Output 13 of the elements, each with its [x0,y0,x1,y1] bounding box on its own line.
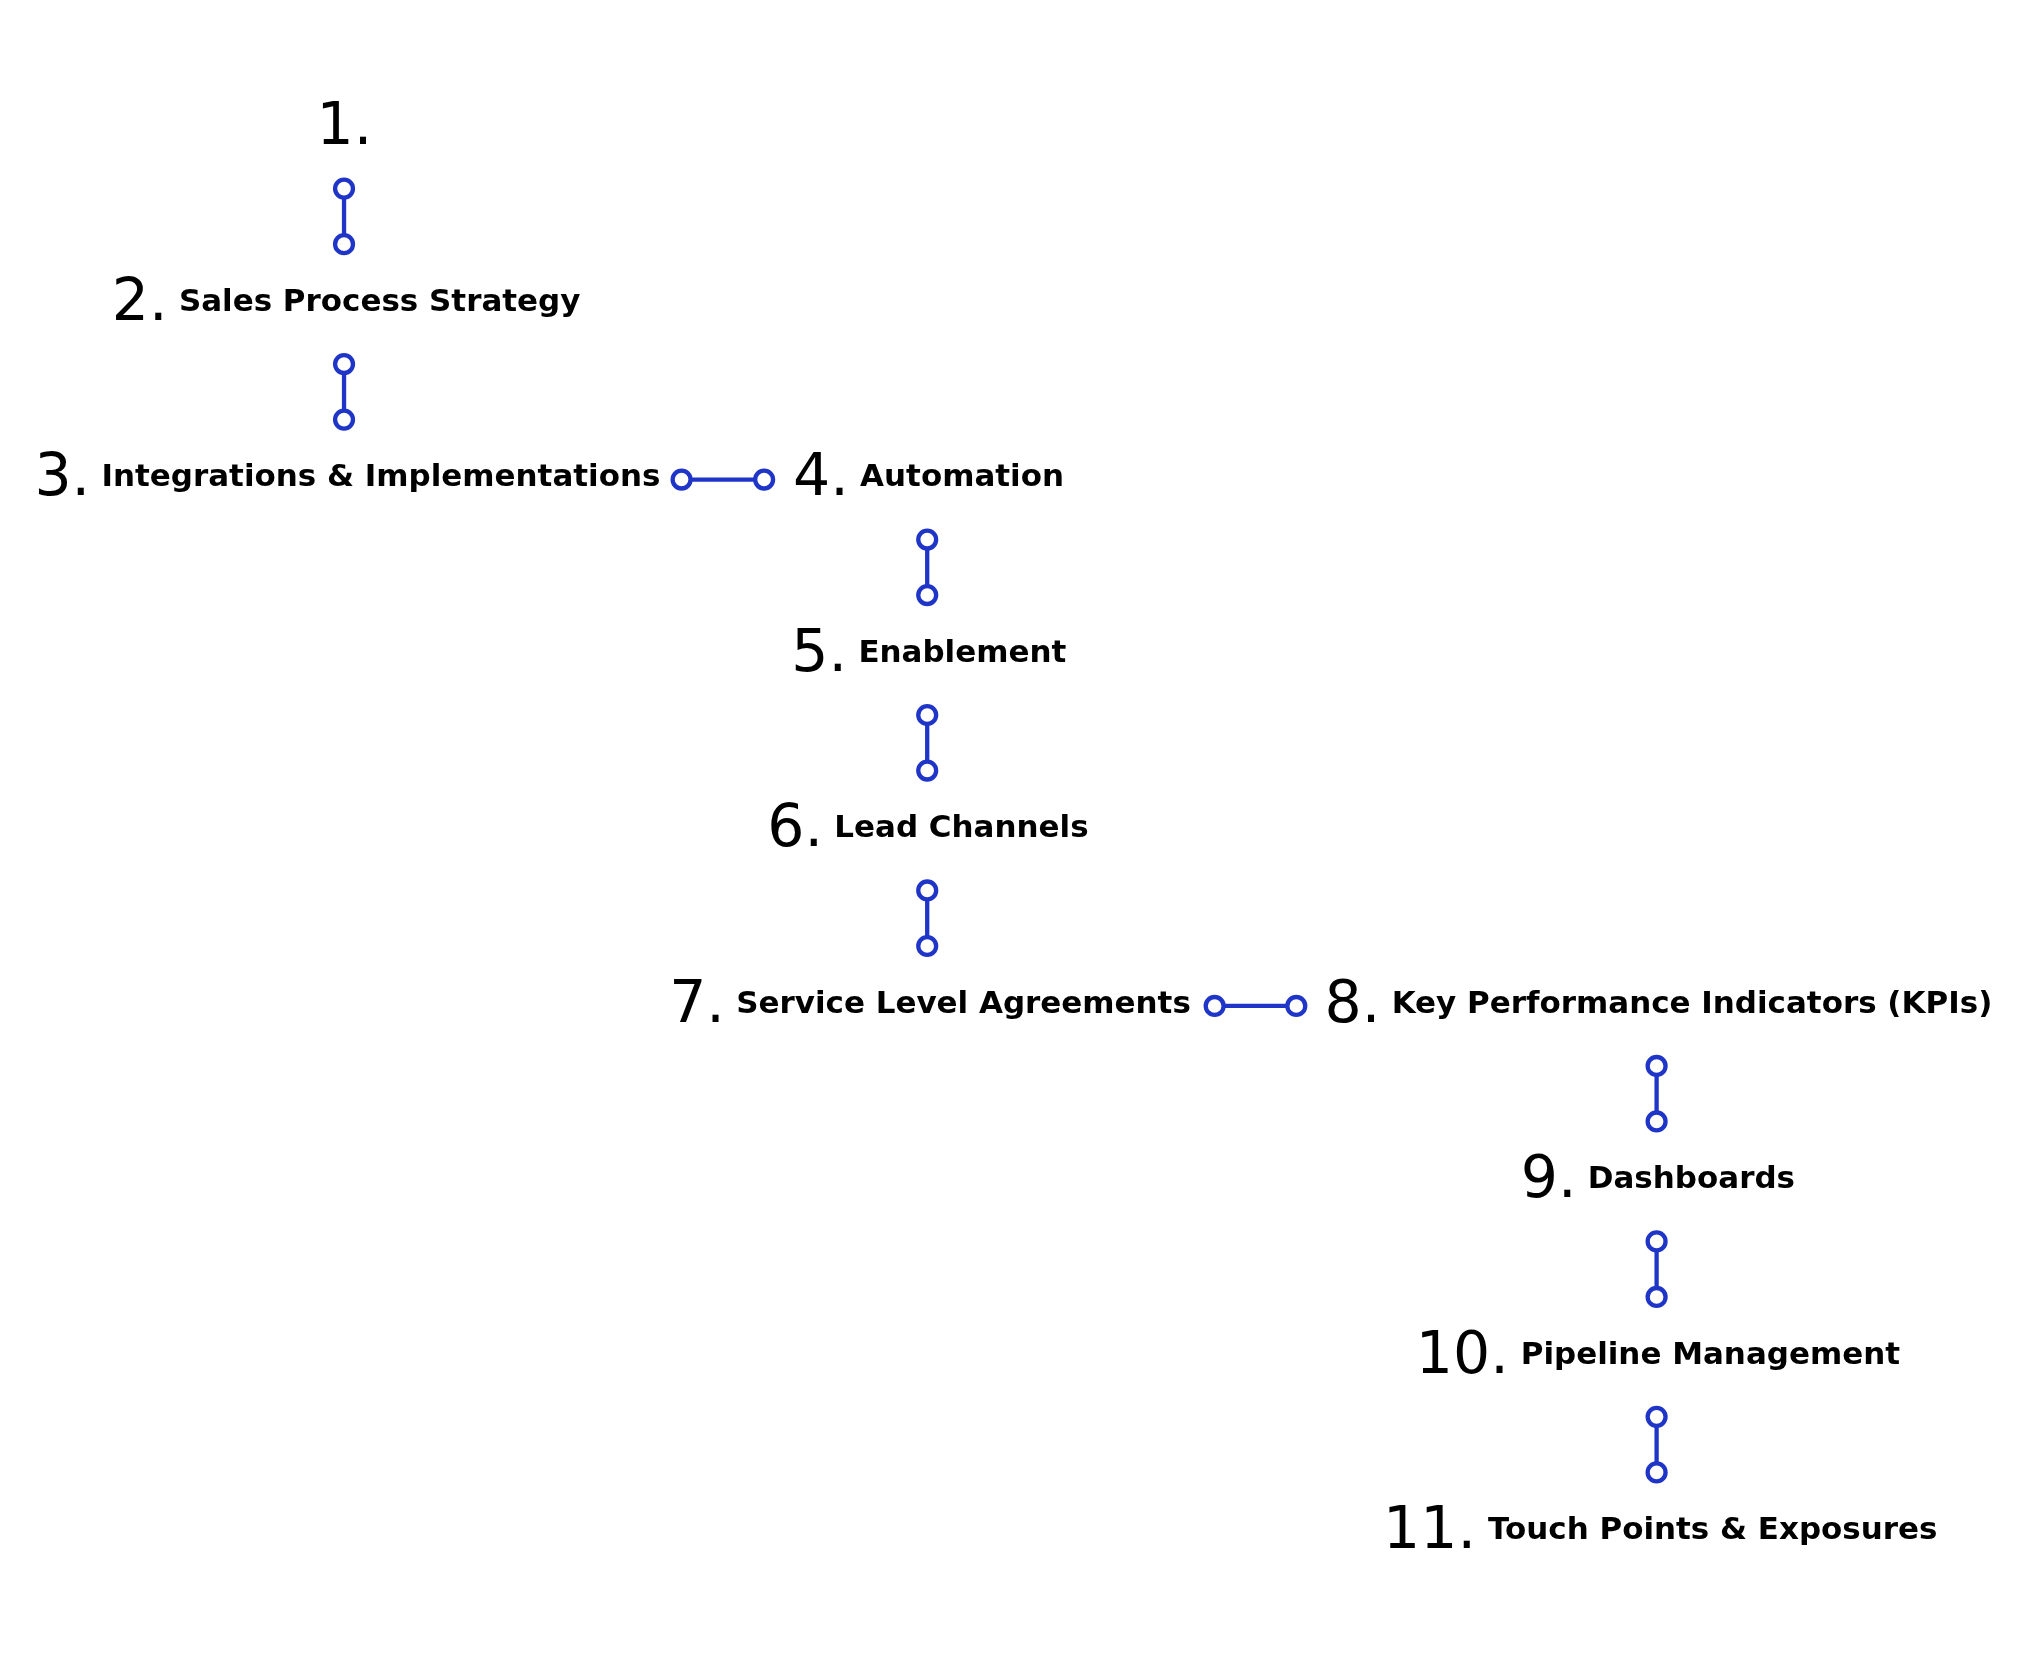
connector [1645,1405,1668,1483]
node-text: 1. [316,89,373,158]
connector [332,177,356,255]
connector [916,527,939,606]
connector [916,878,939,957]
connector [1645,1229,1668,1308]
connector [1645,1054,1668,1133]
connector [332,352,356,431]
node-text: 11. Touch Points & Exposures [1383,1493,1938,1562]
connector [916,703,939,782]
connector [1203,994,1308,1017]
connector [670,467,776,491]
node-text: 10. Pipeline Management [1415,1318,1901,1387]
